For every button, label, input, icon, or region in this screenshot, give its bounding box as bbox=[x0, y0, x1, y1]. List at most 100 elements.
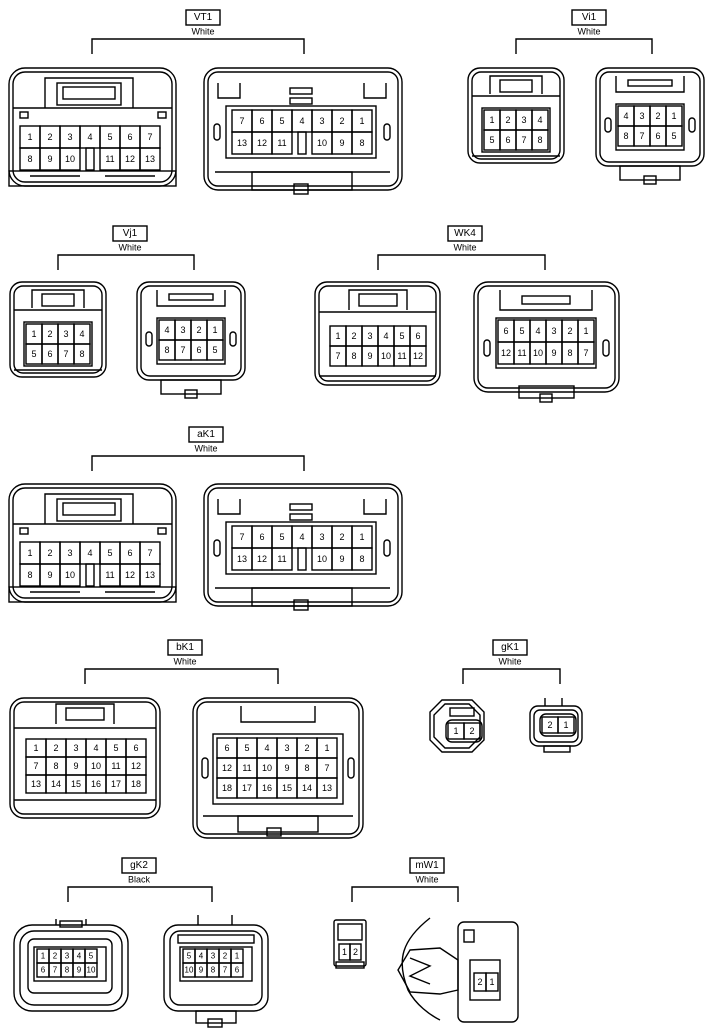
pin-frame bbox=[469, 959, 501, 1001]
pin-number: 10 bbox=[262, 763, 272, 773]
pin-number: 7 bbox=[33, 761, 38, 771]
housing-outer bbox=[9, 281, 107, 378]
pin-cell bbox=[271, 131, 293, 155]
pin-number: 1 bbox=[359, 116, 364, 126]
pin-number: 10 bbox=[533, 348, 543, 358]
pin-number: 4 bbox=[535, 326, 540, 336]
connector-id-label: VT1 bbox=[194, 12, 213, 23]
pin-number: 2 bbox=[47, 329, 52, 339]
pin-number: 8 bbox=[79, 349, 84, 359]
pin-frame bbox=[212, 733, 344, 805]
pin-number: 2 bbox=[339, 532, 344, 542]
base-tab bbox=[251, 587, 353, 607]
housing-base bbox=[8, 170, 177, 187]
pin-number: 3 bbox=[367, 331, 372, 341]
pin-number: 9 bbox=[367, 351, 372, 361]
latch-tab bbox=[337, 923, 363, 941]
pin-number: 2 bbox=[351, 331, 356, 341]
latch-tab bbox=[41, 293, 75, 307]
pin-number: 7 bbox=[147, 548, 152, 558]
pin-number: 11 bbox=[397, 351, 406, 361]
pin-number: 2 bbox=[655, 111, 660, 121]
pin-number: 12 bbox=[131, 761, 141, 771]
side-bump bbox=[213, 539, 221, 557]
blank-cavity bbox=[85, 147, 95, 171]
latch-tab bbox=[358, 293, 398, 307]
pin-number: 5 bbox=[107, 548, 112, 558]
housing-base bbox=[8, 586, 177, 603]
housing-outer bbox=[314, 281, 441, 386]
pin-number: 3 bbox=[284, 743, 289, 753]
pin-frame bbox=[615, 103, 685, 151]
pin-number: 7 bbox=[53, 966, 58, 975]
connector-id-box bbox=[188, 426, 224, 443]
pin-number: 9 bbox=[73, 761, 78, 771]
latch-tab bbox=[449, 707, 475, 717]
side-bump bbox=[483, 339, 491, 357]
housing-outer bbox=[429, 699, 485, 753]
housing-inner bbox=[471, 71, 561, 160]
pin-number: 15 bbox=[71, 779, 81, 789]
pin-number: 9 bbox=[77, 966, 82, 975]
rib bbox=[157, 527, 167, 535]
pin-cell bbox=[271, 547, 293, 571]
pin-cell bbox=[206, 339, 224, 361]
pin-number: 16 bbox=[91, 779, 101, 789]
pin-number: 6 bbox=[196, 345, 201, 355]
housing-outer bbox=[457, 921, 519, 1023]
pin-number: 2 bbox=[53, 952, 58, 961]
pin-number: 8 bbox=[537, 135, 542, 145]
pin-frame bbox=[445, 719, 483, 743]
pin-number: 7 bbox=[63, 349, 68, 359]
center-slot bbox=[289, 513, 313, 521]
side-bump bbox=[688, 117, 696, 133]
pin-frame bbox=[27, 938, 113, 994]
bracket-line bbox=[67, 886, 213, 902]
center-slot bbox=[289, 503, 313, 511]
pin-number: 4 bbox=[164, 325, 169, 335]
pin-number: 8 bbox=[53, 761, 58, 771]
pin-frame bbox=[156, 317, 226, 365]
pin-number: 13 bbox=[237, 554, 247, 564]
pin-cell bbox=[316, 777, 338, 799]
pin-number: 9 bbox=[47, 570, 52, 580]
blank-cavity bbox=[85, 563, 95, 587]
key-slot bbox=[217, 83, 241, 99]
pin-number: 5 bbox=[279, 532, 284, 542]
latch-window bbox=[62, 502, 116, 516]
pin-number: 7 bbox=[639, 131, 644, 141]
pin-number: 6 bbox=[133, 743, 138, 753]
pin-number: 4 bbox=[199, 952, 204, 961]
side-bump bbox=[347, 757, 355, 779]
pin-block bbox=[179, 946, 253, 982]
housing-outer bbox=[8, 67, 177, 187]
pin-number: 5 bbox=[399, 331, 404, 341]
pin-number: 5 bbox=[519, 326, 524, 336]
base-tab bbox=[195, 1010, 237, 1024]
pin-number: 10 bbox=[381, 351, 391, 361]
pin-number: 7 bbox=[335, 351, 340, 361]
pin-number: 2 bbox=[353, 947, 358, 957]
blank-cavity bbox=[297, 547, 307, 571]
pin-number: 7 bbox=[521, 135, 526, 145]
lock-tab bbox=[266, 827, 282, 837]
connector-id-box bbox=[112, 225, 148, 242]
connector-id-label: aK1 bbox=[197, 429, 215, 440]
latch bbox=[55, 703, 115, 724]
rib bbox=[19, 527, 29, 535]
pin-number: 10 bbox=[91, 761, 101, 771]
pin-frame bbox=[481, 107, 551, 153]
pin-number: 1 bbox=[359, 532, 364, 542]
